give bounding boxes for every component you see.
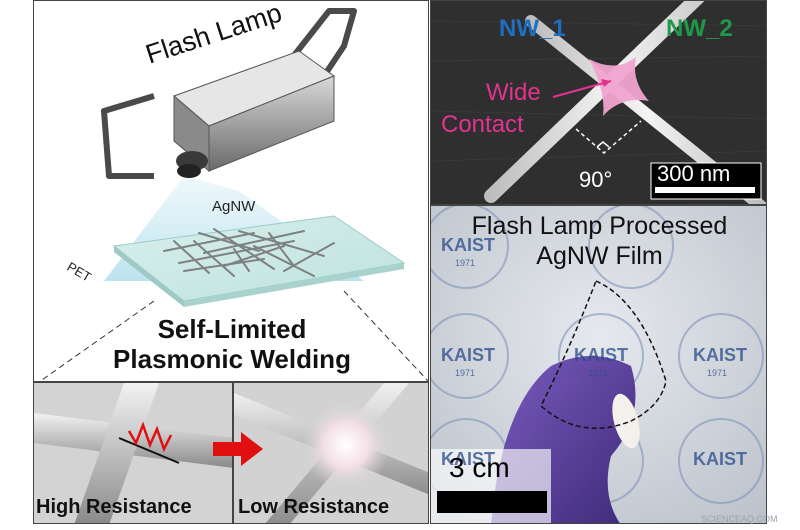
low-resistance-panel: Low Resistance	[233, 382, 429, 524]
logo-year-1: 1971	[455, 258, 476, 268]
schematic-illustration	[101, 8, 406, 307]
watermark: SCIENCEAQ.COM	[701, 514, 778, 524]
logo-year-4: 1971	[707, 368, 728, 378]
logo-text-4: KAIST	[693, 345, 747, 365]
logo-year-2: 1971	[455, 368, 476, 378]
low-resistance-label: Low Resistance	[238, 496, 390, 518]
sem-panel: NW_1 NW_2 Wide Contact 90° 300 nm	[430, 0, 767, 205]
logo-text-1: KAIST	[441, 235, 495, 255]
logo-text-6: KAIST	[693, 449, 747, 469]
film-outline	[540, 279, 667, 430]
guide-lines	[39, 290, 428, 381]
flash-lamp-body	[173, 50, 336, 178]
angle-label: 90°	[579, 167, 613, 192]
photo-scale-label: 3 cm	[449, 452, 510, 483]
photo-title-line-2: AgNW Film	[536, 242, 663, 270]
title-line-2: Plasmonic Welding	[113, 344, 351, 374]
agnw-label: AgNW	[212, 198, 256, 215]
contact-label: Contact	[441, 111, 524, 138]
schematic-panel: Flash Lamp AgNW PET Self-Limited Plasmon…	[33, 0, 429, 382]
nanowire-network	[163, 228, 335, 277]
wide-label: Wide	[486, 79, 541, 106]
lamp-wire	[101, 8, 357, 179]
photo-scale-bar	[437, 491, 547, 513]
welded-nanowires-illustration	[234, 383, 428, 523]
logo-year-3: 1971	[588, 368, 609, 378]
sem-scale-label: 300 nm	[657, 161, 731, 186]
photo-background	[431, 206, 766, 523]
sem-scale-bar	[655, 187, 755, 193]
logo-text-2: KAIST	[441, 345, 495, 365]
title-line-1: Self-Limited	[157, 314, 307, 344]
crossed-nanowires-illustration	[34, 383, 232, 523]
logo-text-3: KAIST	[574, 345, 628, 365]
sem-image	[431, 1, 766, 204]
transition-arrow	[213, 432, 263, 466]
resistor-symbol	[127, 421, 173, 453]
logo-text-5: KAIST	[441, 449, 495, 469]
wide-contact-region	[589, 57, 649, 116]
nw2-label: NW_2	[666, 15, 733, 42]
nw1-label: NW_1	[499, 15, 566, 42]
photo-panel: KAIST 1971 KAIST 1971 KAIST 1971 KAIST 1…	[430, 205, 767, 524]
high-resistance-panel: High Resistance	[33, 382, 233, 524]
high-resistance-label: High Resistance	[36, 496, 192, 518]
photo-title-line-1: Flash Lamp Processed	[471, 212, 728, 240]
figure: Flash Lamp AgNW PET Self-Limited Plasmon…	[33, 0, 778, 530]
